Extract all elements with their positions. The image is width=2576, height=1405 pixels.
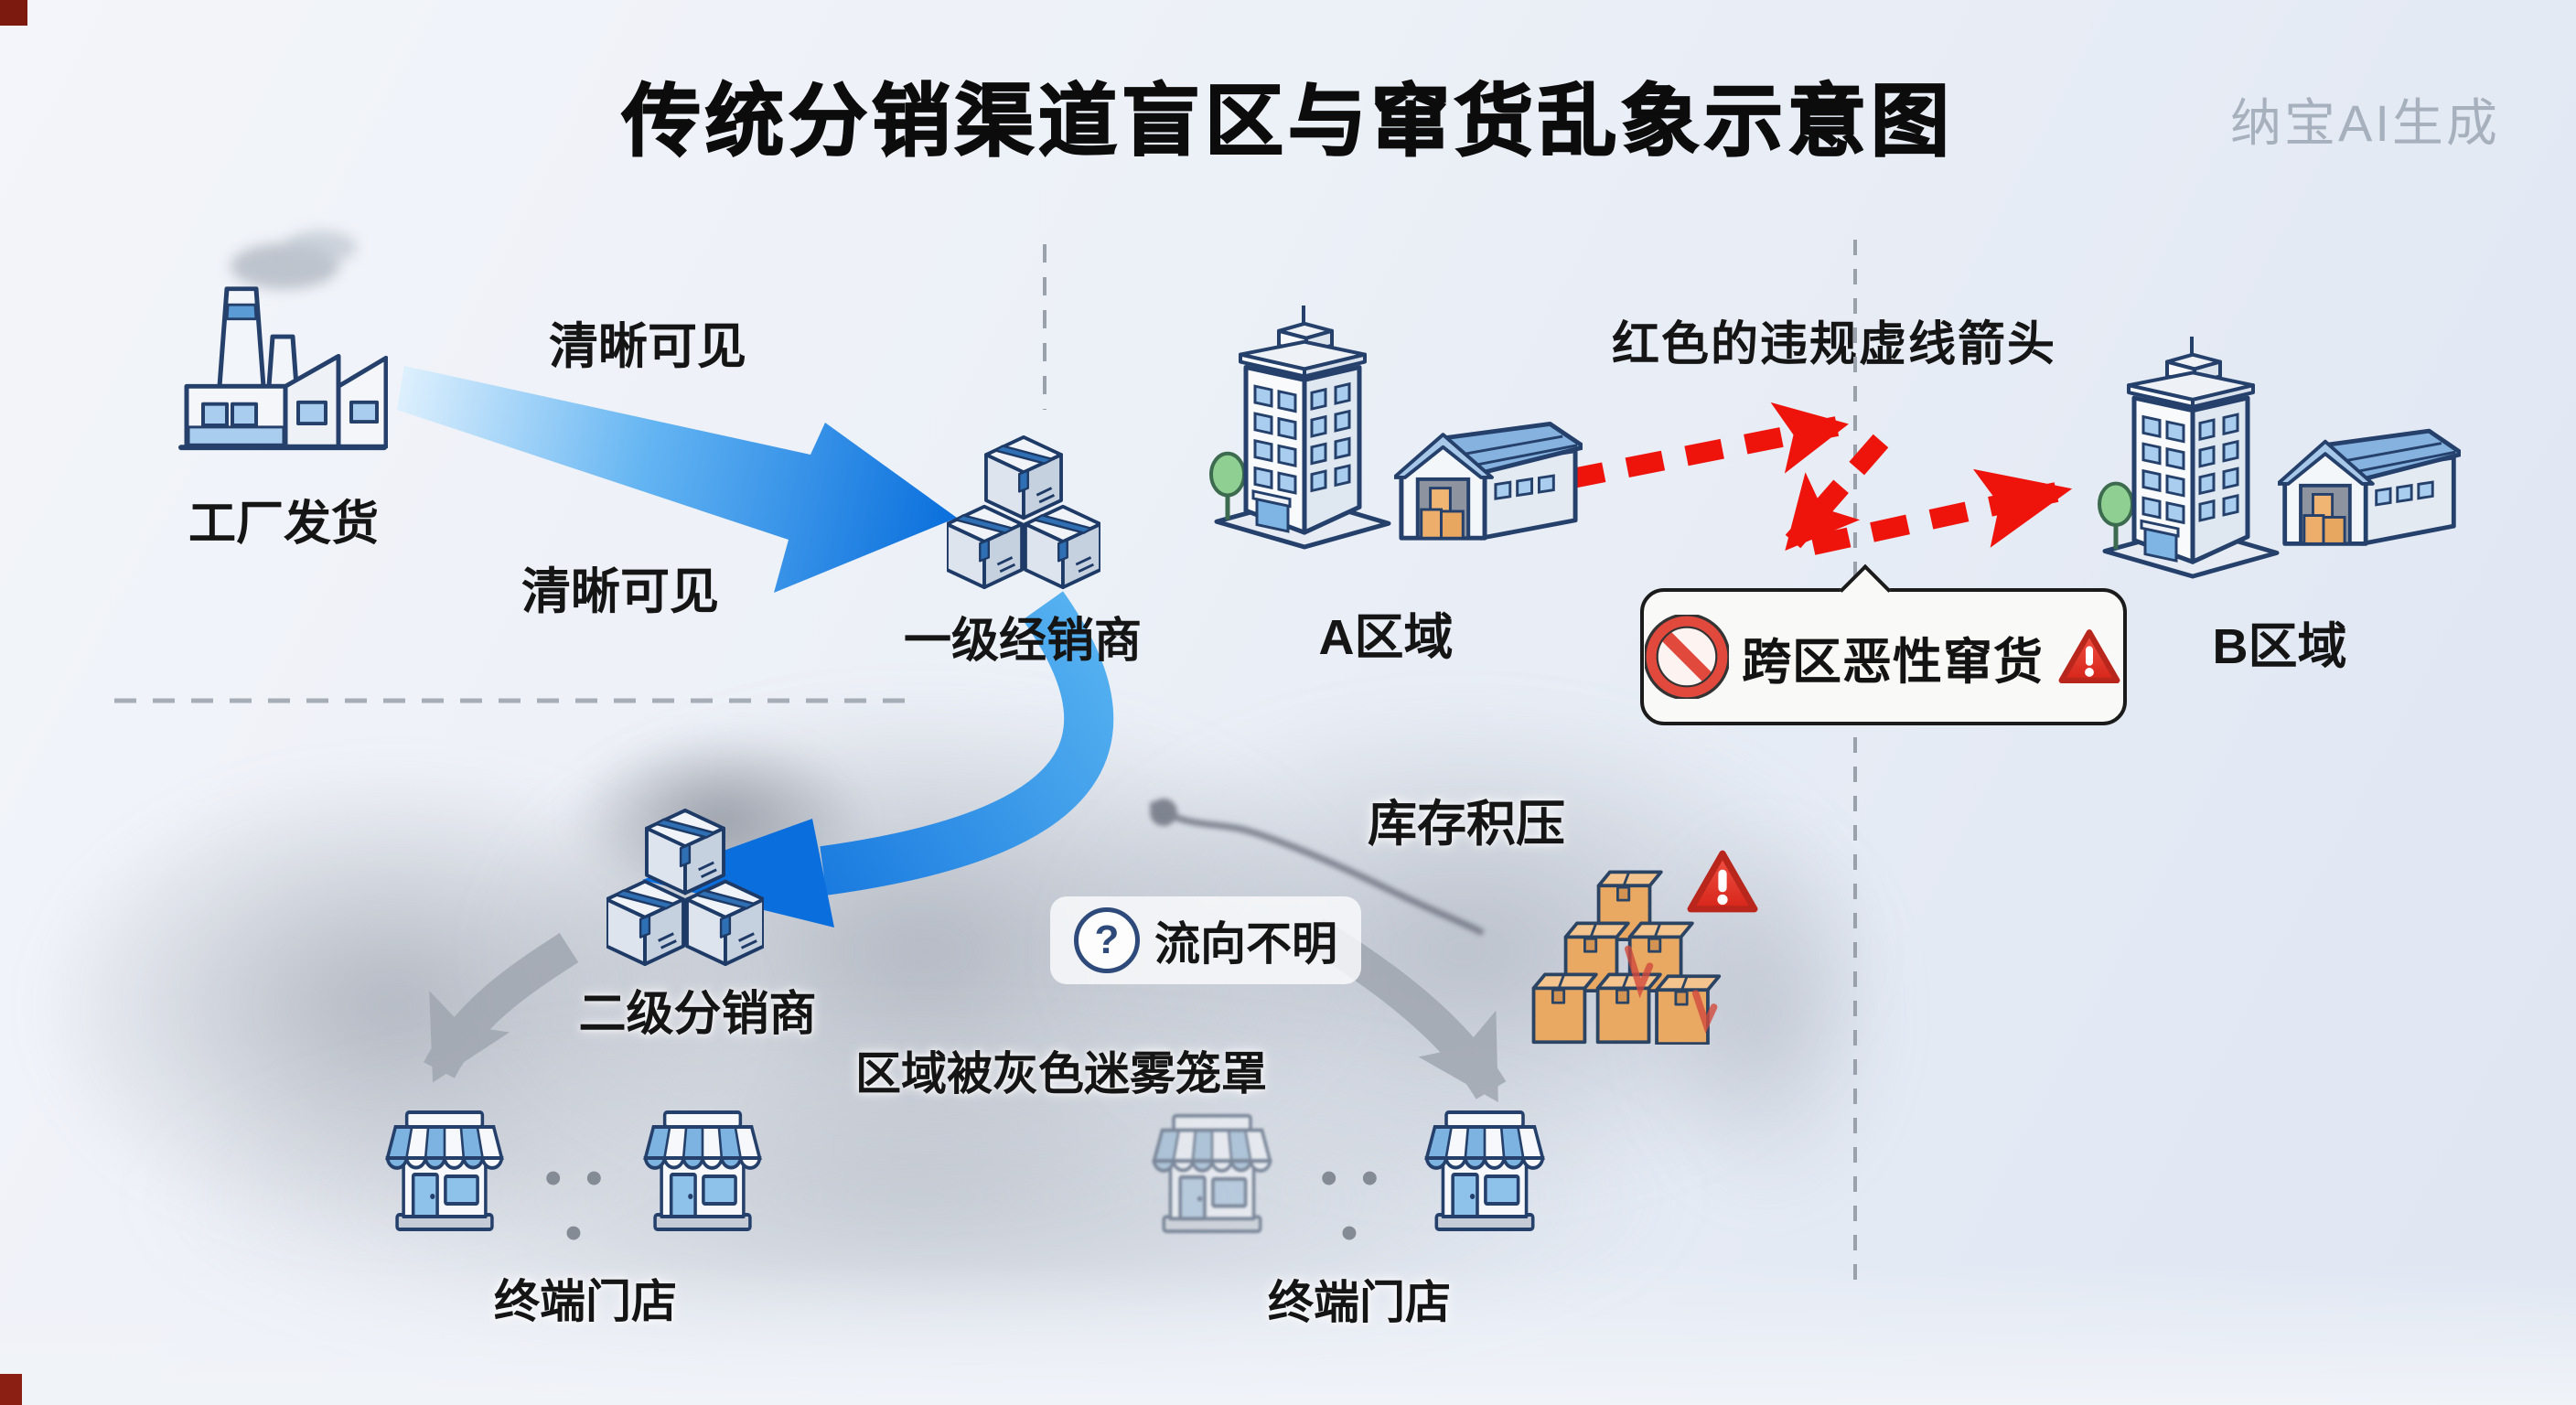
page-title: 传统分销渠道盲区与窜货乱象示意图 [621,77,1954,166]
stores-left-label: 终端门店 [494,1276,677,1327]
red-violation-arrows [1565,402,2073,555]
factory-icon [176,282,388,452]
region-a-warehouse-icon [1394,402,1583,547]
store-icon [642,1098,763,1237]
flow-unknown-label: 流向不明 [1154,918,1337,970]
blue-arrow-factory-to-tier1-icon [397,366,957,593]
factory-smoke-icon [285,231,357,263]
corner-mark-bottom-left [0,1374,22,1405]
store-icon [1423,1098,1546,1237]
ellipsis-dots: • • • [544,1152,608,1260]
tier1-label: 一级经销商 [903,615,1142,668]
gray-arrow-left-icon [424,933,579,1083]
prohibition-icon [1645,615,1729,699]
red-dashed-arrow-1-icon [1565,402,1849,489]
fog-fade [0,1262,2576,1405]
tier2-label: 二级分销商 [578,988,817,1041]
red-arrow-label: 红色的违规虚线箭头 [1612,318,2057,371]
store-icon [384,1098,505,1237]
inventory-label: 库存积压 [1368,797,1565,852]
region-b-label: B区域 [2212,619,2347,674]
visible-label-top: 清晰可见 [549,319,746,374]
visible-label-bottom: 清晰可见 [521,564,719,619]
ellipsis-dots: • • • [1320,1152,1384,1260]
violation-badge: 跨区恶性窜货 [1640,563,2127,725]
fog-label: 区域被灰色迷雾笼罩 [855,1048,1267,1099]
flow-unknown-chip: ? 流向不明 [1050,896,1361,984]
factory-label: 工厂发货 [188,498,379,551]
fog-tendril [1148,799,1485,937]
red-dashed-arrow-3-icon [1810,468,2073,555]
inventory-warning-icon [1685,847,1760,917]
store-icon [1151,1101,1273,1239]
region-b-warehouse-icon [2278,410,2461,552]
region-b-building-icon [2098,335,2281,580]
watermark: 纳宝AI生成 [2230,94,2500,152]
violation-label: 跨区恶性窜货 [1742,634,2044,690]
question-icon: ? [1074,907,1140,973]
blue-arrow-tier1-to-tier2-icon [642,591,1114,928]
tier2-boxes-icon [606,809,764,966]
region-a-label: A区域 [1318,610,1454,665]
red-dashed-arrow-2-icon [1785,434,1889,551]
warning-triangle-icon [2056,627,2122,687]
stores-right-label: 终端门店 [1268,1277,1451,1328]
corner-mark-top-left [0,0,27,26]
region-a-building-icon [1209,304,1392,551]
tier1-boxes-icon [947,435,1100,589]
